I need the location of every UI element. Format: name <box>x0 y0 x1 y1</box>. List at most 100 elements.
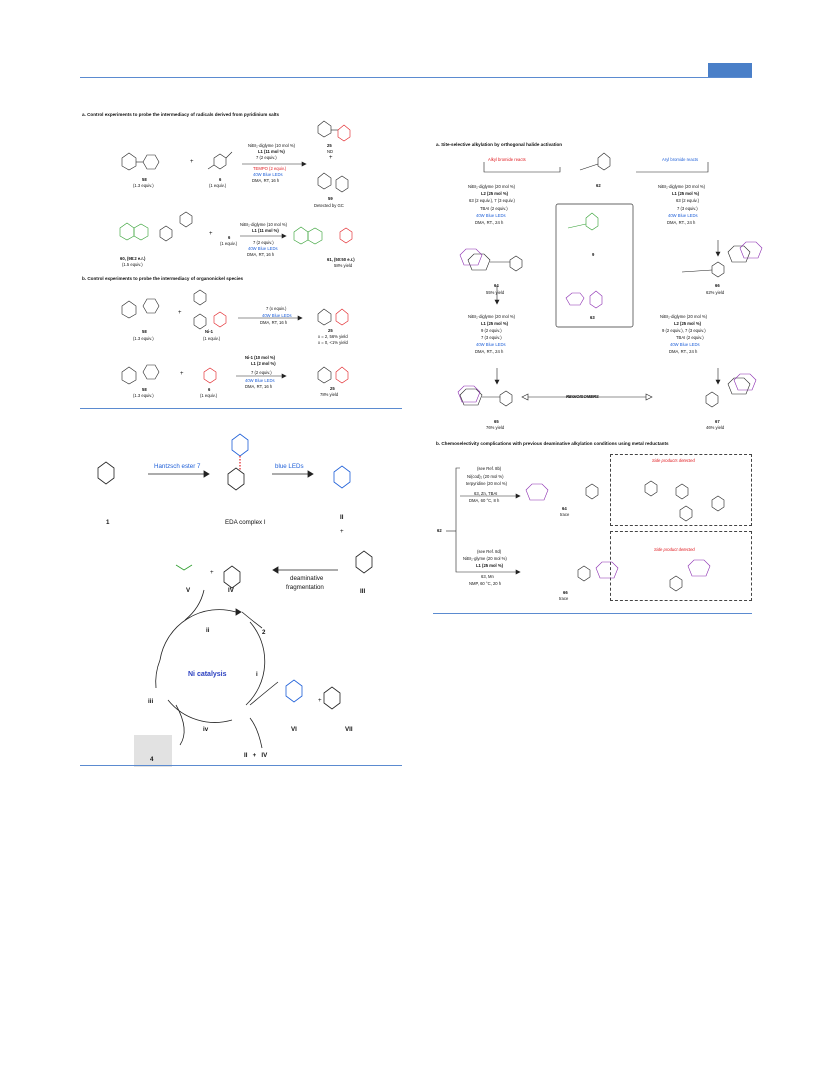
a1-adduct-label: 59 <box>328 196 333 201</box>
c-left-cond2-1: NiBr₂·diglyme (20 mol %) <box>468 314 515 319</box>
b2-salt-eq: (1.3 equiv.) <box>133 393 154 398</box>
b2-cond-3: 7 (2 equiv.) <box>251 370 272 375</box>
c-right-cond-5: 40W Blue LEDs <box>668 213 698 218</box>
side-products-box <box>610 454 752 526</box>
mech-plus-1: + <box>340 528 344 535</box>
d-side-2: Side product detected <box>654 547 695 552</box>
panel-c-heading: a. Site-selective alkylation by orthogon… <box>436 142 563 147</box>
b1-res-2: x = 0, <1% yield <box>318 340 348 345</box>
c-right-cond-6: DMA, RT., 24 h <box>667 220 696 225</box>
b1-cond-1: 7 (x equiv.) <box>266 306 287 311</box>
d-sub-62: 62 <box>437 528 442 533</box>
c-p64: 64 <box>494 283 499 288</box>
b2-cond-2: L1 (2 mol %) <box>251 361 276 366</box>
c-box-63: 63 <box>590 315 595 320</box>
a1-cond-3: 7 (2 equiv.) <box>256 155 277 160</box>
a1-salt-eq: (1.3 equiv.) <box>133 183 154 188</box>
mech-hantzsch: Hantzsch ester 7 <box>154 463 201 470</box>
a1-cond-6: DMA, RT, 16 h <box>252 178 280 183</box>
b2-salt-label: 58 <box>142 387 147 392</box>
a2-prod-yield: 58% yield <box>334 263 353 268</box>
d-c2-3: L1 (25 mol %) <box>476 563 503 568</box>
d-c2-5: NMP, 60 °C, 20 h <box>469 581 502 586</box>
c-p67: 67 <box>715 419 720 424</box>
mech-iii: iii <box>148 698 154 705</box>
b2-aryl-label: 6 <box>208 387 211 392</box>
b1-ni-label: Ni-1 <box>205 329 213 334</box>
c-left-cond2-2: L1 (25 mol %) <box>481 321 508 326</box>
c-p66-yield: 62% yield <box>706 290 725 295</box>
c-right-cond-3: 63 (2 equiv.) <box>676 198 699 203</box>
c-left-cond-4: TBAI (2 equiv.) <box>480 206 508 211</box>
d-p64-trace: trace <box>560 512 570 517</box>
c-right-cond2-5: 40W Blue LEDs <box>670 342 700 347</box>
a1-cond-4: TEMPO (2 equiv.) <box>253 166 287 171</box>
c-p64-yield: 55% yield <box>486 290 505 295</box>
c-left-cond2-4: 7 (3 equiv.) <box>481 335 502 340</box>
mech-iv: iv <box>203 726 209 733</box>
c-sub-62: 62 <box>596 183 601 188</box>
b2-cond-4: 40W Blue LEDs <box>245 378 275 383</box>
d-c1-3: terpyridine (20 mol %) <box>466 481 507 486</box>
b1-prod-label: 25 <box>328 328 333 333</box>
c-right-cond-2: L1 (25 mol %) <box>672 191 699 196</box>
side-product-box <box>610 531 752 601</box>
a1-prod-label: 25 <box>327 143 332 148</box>
mech-cmpd-1: 1 <box>106 519 110 526</box>
a1-plus: + <box>190 159 194 165</box>
c-p65: 65 <box>494 419 499 424</box>
c-aryl-reacts: Aryl bromide reacts <box>662 157 699 162</box>
a2-plus: + <box>209 231 213 237</box>
a2-aryl-label: 6 <box>228 235 231 240</box>
b2-plus: + <box>180 371 184 377</box>
mech-ii-plus-iv: II + IV <box>244 752 268 759</box>
a2-prod-label: 61, (50:50 e.r.) <box>327 257 355 262</box>
d-c1-1: (see Ref. 8b) <box>477 466 502 471</box>
c-right-cond2-6: DMA, RT., 24 h <box>669 349 698 354</box>
c-alkyl-reacts: Alkyl bromide reacts <box>488 157 526 162</box>
mechanism-rule <box>80 765 402 766</box>
c-p65-yield: 76% yield <box>486 425 505 430</box>
mech-blue-leds: blue LEDs <box>275 463 304 470</box>
a2-cond-3: 7 (2 equiv.) <box>253 240 274 245</box>
c-left-cond-5: 40W Blue LEDs <box>476 213 506 218</box>
d-p66-trace: trace <box>559 596 569 601</box>
b2-cond-5: DMA, RT, 16 h <box>245 384 273 389</box>
c-left-cond2-6: DMA, RT., 24 h <box>475 349 504 354</box>
c-left-cond-3: 63 (2 equiv.), 7 (3 equiv.) <box>469 198 515 203</box>
mech-cmpd-VII: VII <box>345 726 353 733</box>
c-left-cond-1: NiBr₂·diglyme (20 mol %) <box>468 184 515 189</box>
b1-ni-eq: (1 equiv.) <box>203 336 221 341</box>
b2-cond-1: Ni-1 (10 mol %) <box>245 355 276 360</box>
mech-plus-2: + <box>210 569 214 576</box>
mech-i: i <box>256 671 258 678</box>
a1-adduct-result: Detected by GC <box>314 203 344 208</box>
d-c2-4: 63, Mn <box>481 574 494 579</box>
d-c1-4: 63, Zn, TBAI <box>474 491 498 496</box>
d-side-1: Side products detected <box>652 458 695 463</box>
b1-plus: + <box>178 310 182 316</box>
mech-deam-2: fragmentation <box>286 584 324 591</box>
mech-eda: EDA complex I <box>225 519 266 526</box>
a2-salt-eq: (1.5 equiv.) <box>122 262 143 267</box>
b1-salt-eq: (1.3 equiv.) <box>133 336 154 341</box>
a1-cond-1: NiBr₂·diglyme (10 mol %) <box>248 143 295 148</box>
c-box-9: 9 <box>592 252 595 257</box>
a2-cond-4: 40W Blue LEDs <box>248 246 278 251</box>
panel-b-rule <box>80 408 402 409</box>
a1-prod-result: ND <box>327 149 334 154</box>
a2-cond-5: DMA, RT, 16 h <box>247 252 275 257</box>
mech-deam-1: deaminative <box>290 575 324 582</box>
c-regioisomers: REGIOISOMERS <box>566 394 599 399</box>
mech-cmpd-V: V <box>186 587 191 594</box>
mech-cmpd-4: 4 <box>150 756 154 763</box>
panel-d-heading: b. Chemoselectivity complications with p… <box>436 441 669 446</box>
a1-prod-plus: + <box>329 155 333 161</box>
b1-res-1: x = 2, 56% yield <box>318 334 348 339</box>
d-c1-5: DMA, 60 °C, 8 h <box>469 498 500 503</box>
c-p67-yield: 46% yield <box>706 425 725 430</box>
